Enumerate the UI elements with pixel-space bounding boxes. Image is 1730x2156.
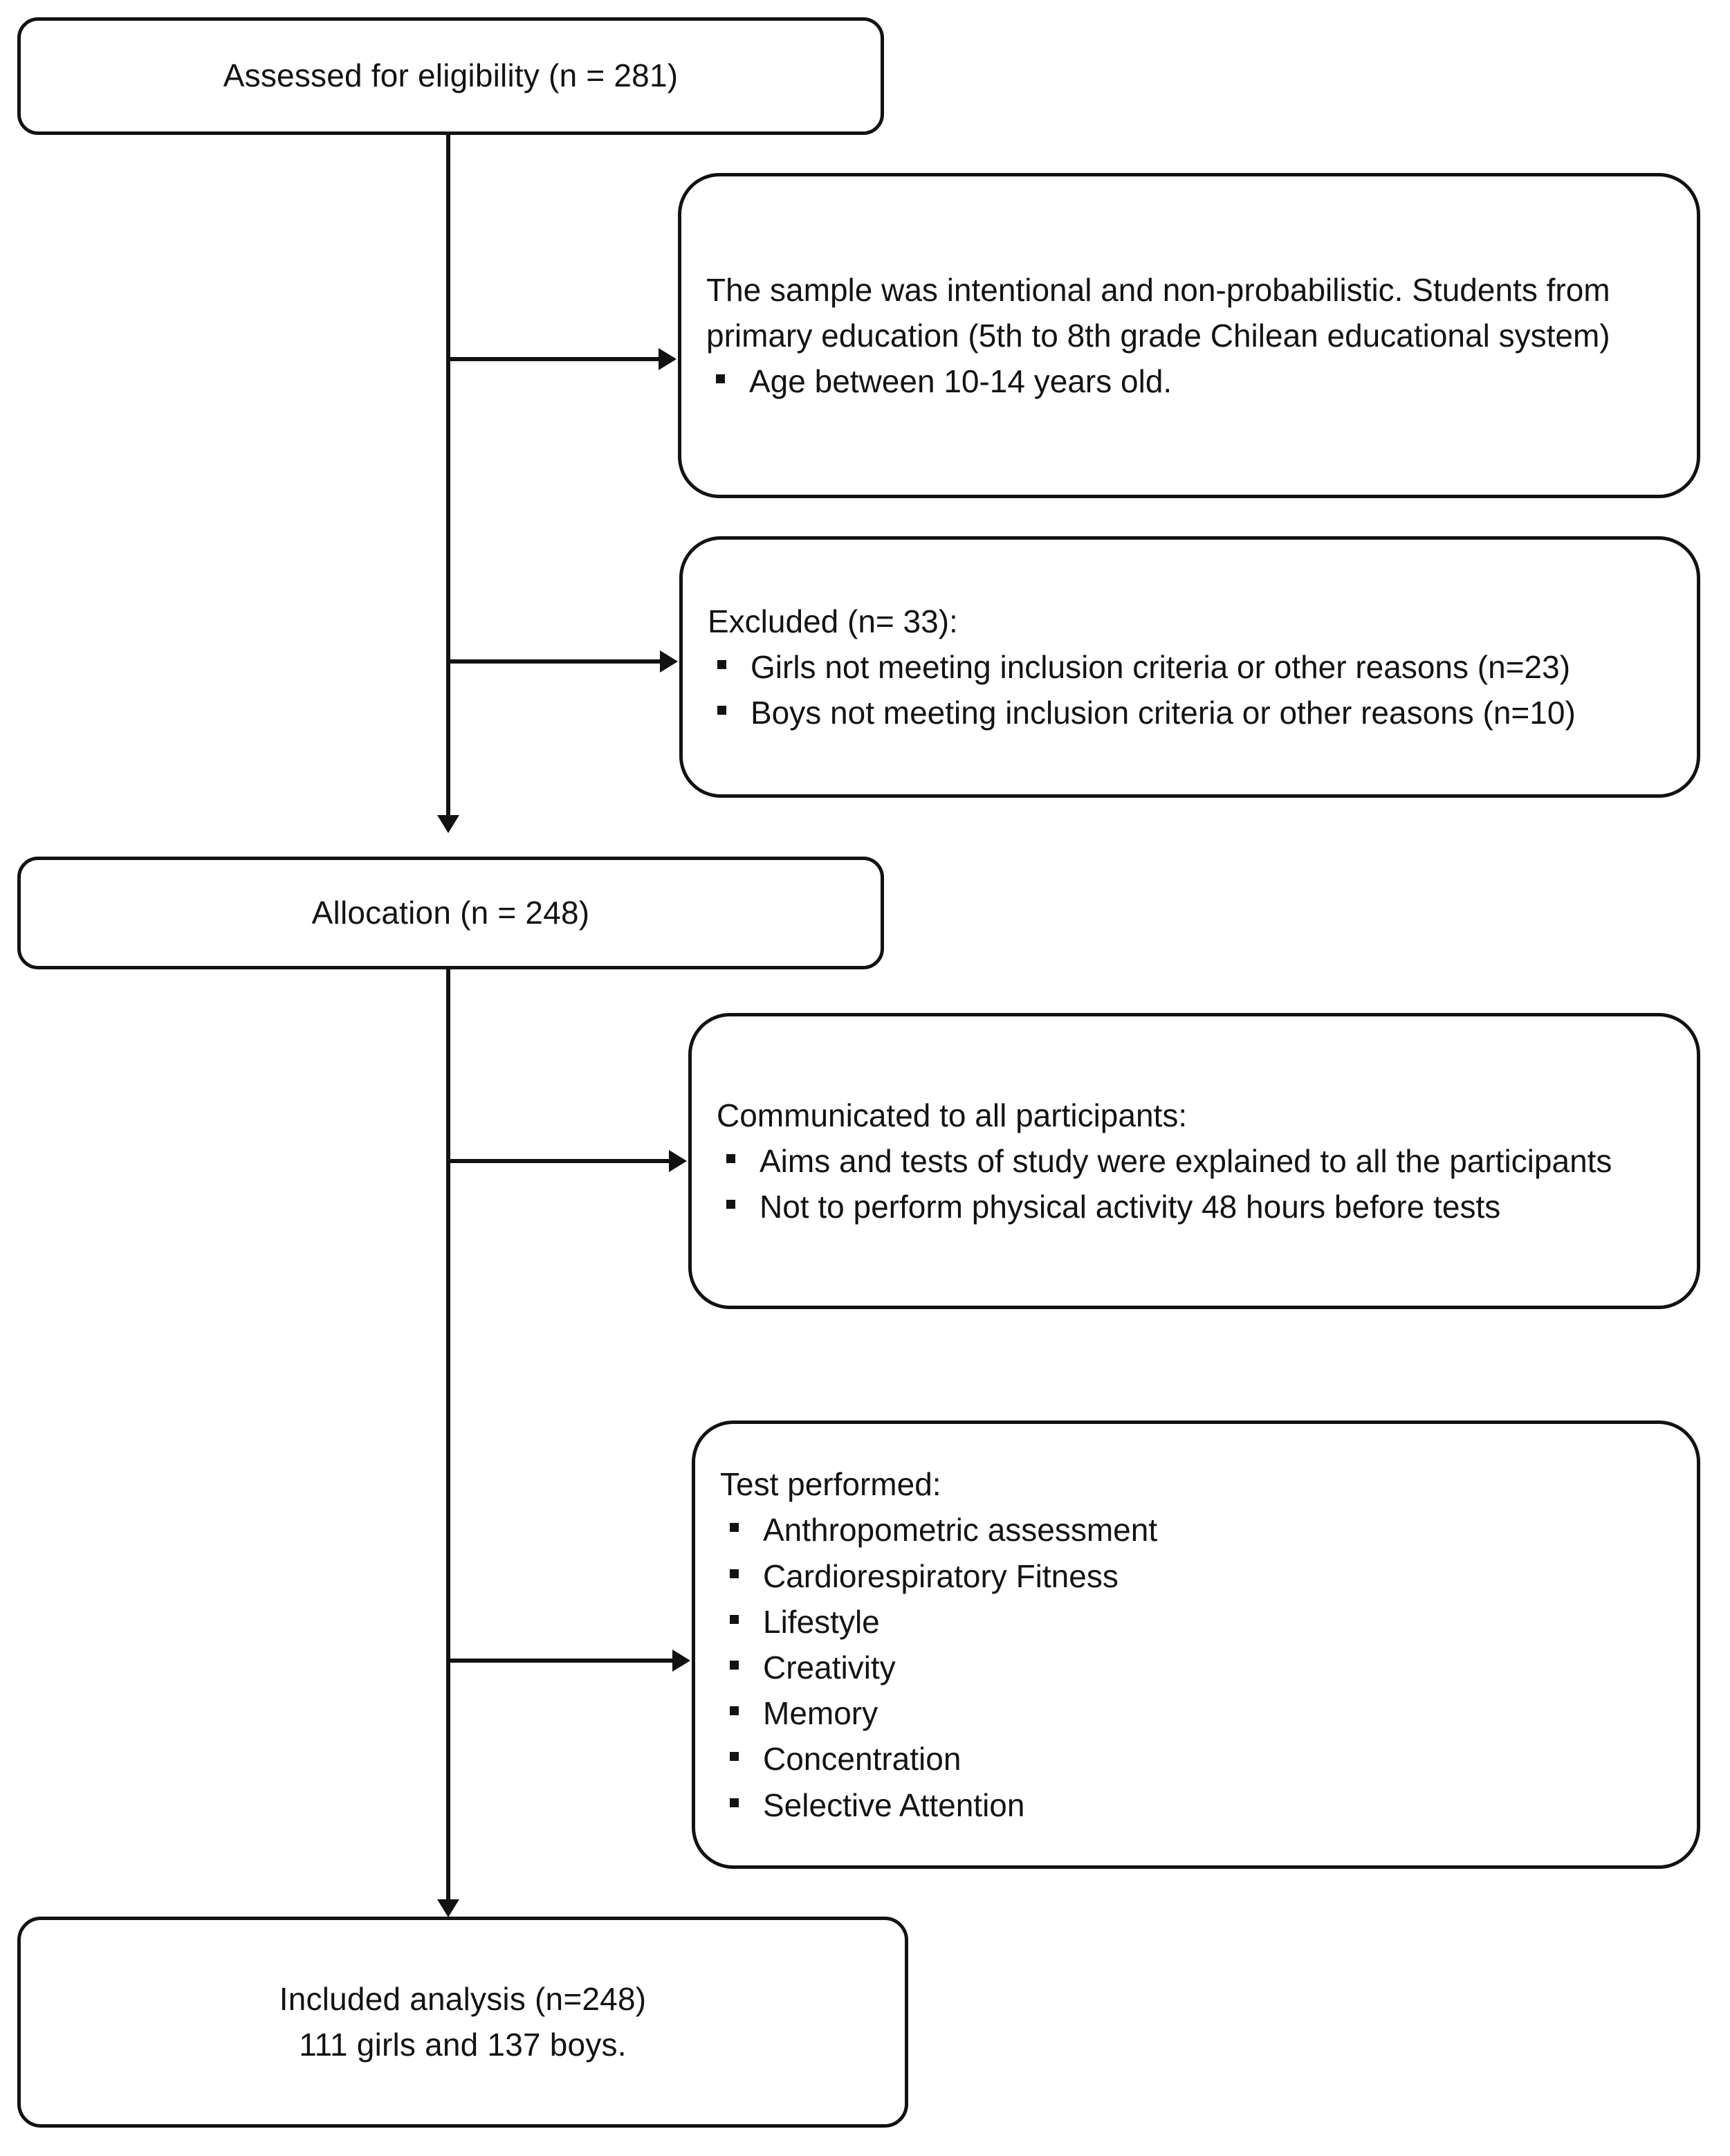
bullet-square-icon — [716, 374, 725, 384]
list-item: Lifestyle — [720, 1599, 1668, 1645]
sample-description-bullet-list: Age between 10-14 years old. — [681, 358, 1697, 404]
bullet-square-icon — [730, 1798, 739, 1807]
tests-bullet-list: Anthropometric assessment Cardiorespirat… — [695, 1507, 1697, 1828]
list-item: Memory — [720, 1690, 1668, 1736]
bullet-square-icon — [730, 1661, 739, 1670]
node-excluded[interactable]: Excluded (n= 33): Girls not meeting incl… — [679, 536, 1700, 798]
connector-branch-tests — [446, 1659, 674, 1663]
connector-branch-sample — [446, 357, 661, 361]
list-item: Selective Attention — [720, 1782, 1668, 1828]
included-analysis-line-1: Included analysis (n=248) — [279, 1981, 647, 2018]
list-item: Age between 10-14 years old. — [706, 358, 1668, 404]
bullet-square-icon — [730, 1569, 739, 1578]
arrow-into-communicated-icon — [669, 1150, 687, 1172]
list-item-label: Selective Attention — [763, 1787, 1025, 1823]
communicated-bullet-list: Aims and tests of study were explained t… — [692, 1138, 1697, 1230]
list-item: Not to perform physical activity 48 hour… — [717, 1184, 1668, 1230]
excluded-heading: Excluded (n= 33): — [708, 603, 958, 639]
allocation-label: Allocation (n = 248) — [311, 894, 590, 931]
arrow-into-included-icon — [437, 1899, 459, 1917]
bullet-square-icon — [730, 1523, 739, 1533]
bullet-square-icon — [717, 659, 726, 669]
connector-trunk-lower — [446, 969, 450, 1899]
node-assessed-for-eligibility[interactable]: Assessed for eligibility (n = 281) — [17, 17, 884, 135]
bullet-square-icon — [730, 1614, 739, 1624]
node-included-analysis[interactable]: Included analysis (n=248) 111 girls and … — [17, 1917, 908, 2128]
list-item: Cardiorespiratory Fitness — [720, 1553, 1668, 1599]
arrow-into-excluded-icon — [660, 650, 678, 673]
list-item: Creativity — [720, 1645, 1668, 1690]
list-item: Boys not meeting inclusion criteria or o… — [708, 690, 1668, 736]
list-item-label: Age between 10-14 years old. — [749, 363, 1172, 400]
list-item-label: Not to perform physical activity 48 hour… — [760, 1189, 1501, 1225]
arrow-into-sample-description-icon — [659, 348, 677, 370]
bullet-square-icon — [730, 1752, 739, 1762]
list-item: Girls not meeting inclusion criteria or … — [708, 644, 1668, 690]
connector-branch-excluded — [446, 659, 662, 664]
list-item-label: Concentration — [763, 1741, 961, 1778]
list-item-label: Cardiorespiratory Fitness — [763, 1557, 1119, 1594]
list-item: Concentration — [720, 1736, 1668, 1782]
list-item-label: Girls not meeting inclusion criteria or … — [751, 648, 1571, 685]
included-analysis-line-2: 111 girls and 137 boys. — [299, 2026, 627, 2063]
node-allocation[interactable]: Allocation (n = 248) — [17, 857, 884, 969]
node-communicated[interactable]: Communicated to all participants: Aims a… — [688, 1013, 1700, 1309]
list-item-label: Creativity — [763, 1650, 896, 1685]
arrow-into-allocation-icon — [437, 815, 459, 833]
list-item-label: Memory — [763, 1695, 878, 1732]
bullet-square-icon — [717, 706, 726, 715]
list-item-label: Aims and tests of study were explained t… — [760, 1142, 1612, 1179]
connector-trunk-upper — [446, 134, 450, 815]
connector-branch-communicated — [446, 1159, 671, 1163]
assessed-label: Assessed for eligibility (n = 281) — [223, 57, 679, 94]
list-item-label: Lifestyle — [763, 1603, 880, 1640]
communicated-heading: Communicated to all participants: — [717, 1097, 1188, 1133]
sample-description-paragraph: The sample was intentional and non-proba… — [706, 271, 1610, 354]
bullet-square-icon — [726, 1200, 735, 1209]
list-item-label: Anthropometric assessment — [763, 1512, 1158, 1549]
node-tests-performed[interactable]: Test performed: Anthropometric assessmen… — [692, 1420, 1700, 1869]
list-item: Aims and tests of study were explained t… — [717, 1138, 1668, 1184]
node-sample-description[interactable]: The sample was intentional and non-proba… — [678, 173, 1700, 498]
list-item-label: Boys not meeting inclusion criteria or o… — [751, 695, 1576, 731]
bullet-square-icon — [726, 1153, 735, 1163]
tests-heading: Test performed: — [720, 1466, 941, 1503]
excluded-bullet-list: Girls not meeting inclusion criteria or … — [683, 644, 1697, 736]
arrow-into-tests-icon — [672, 1650, 690, 1672]
list-item: Anthropometric assessment — [720, 1507, 1668, 1553]
bullet-square-icon — [730, 1706, 739, 1716]
